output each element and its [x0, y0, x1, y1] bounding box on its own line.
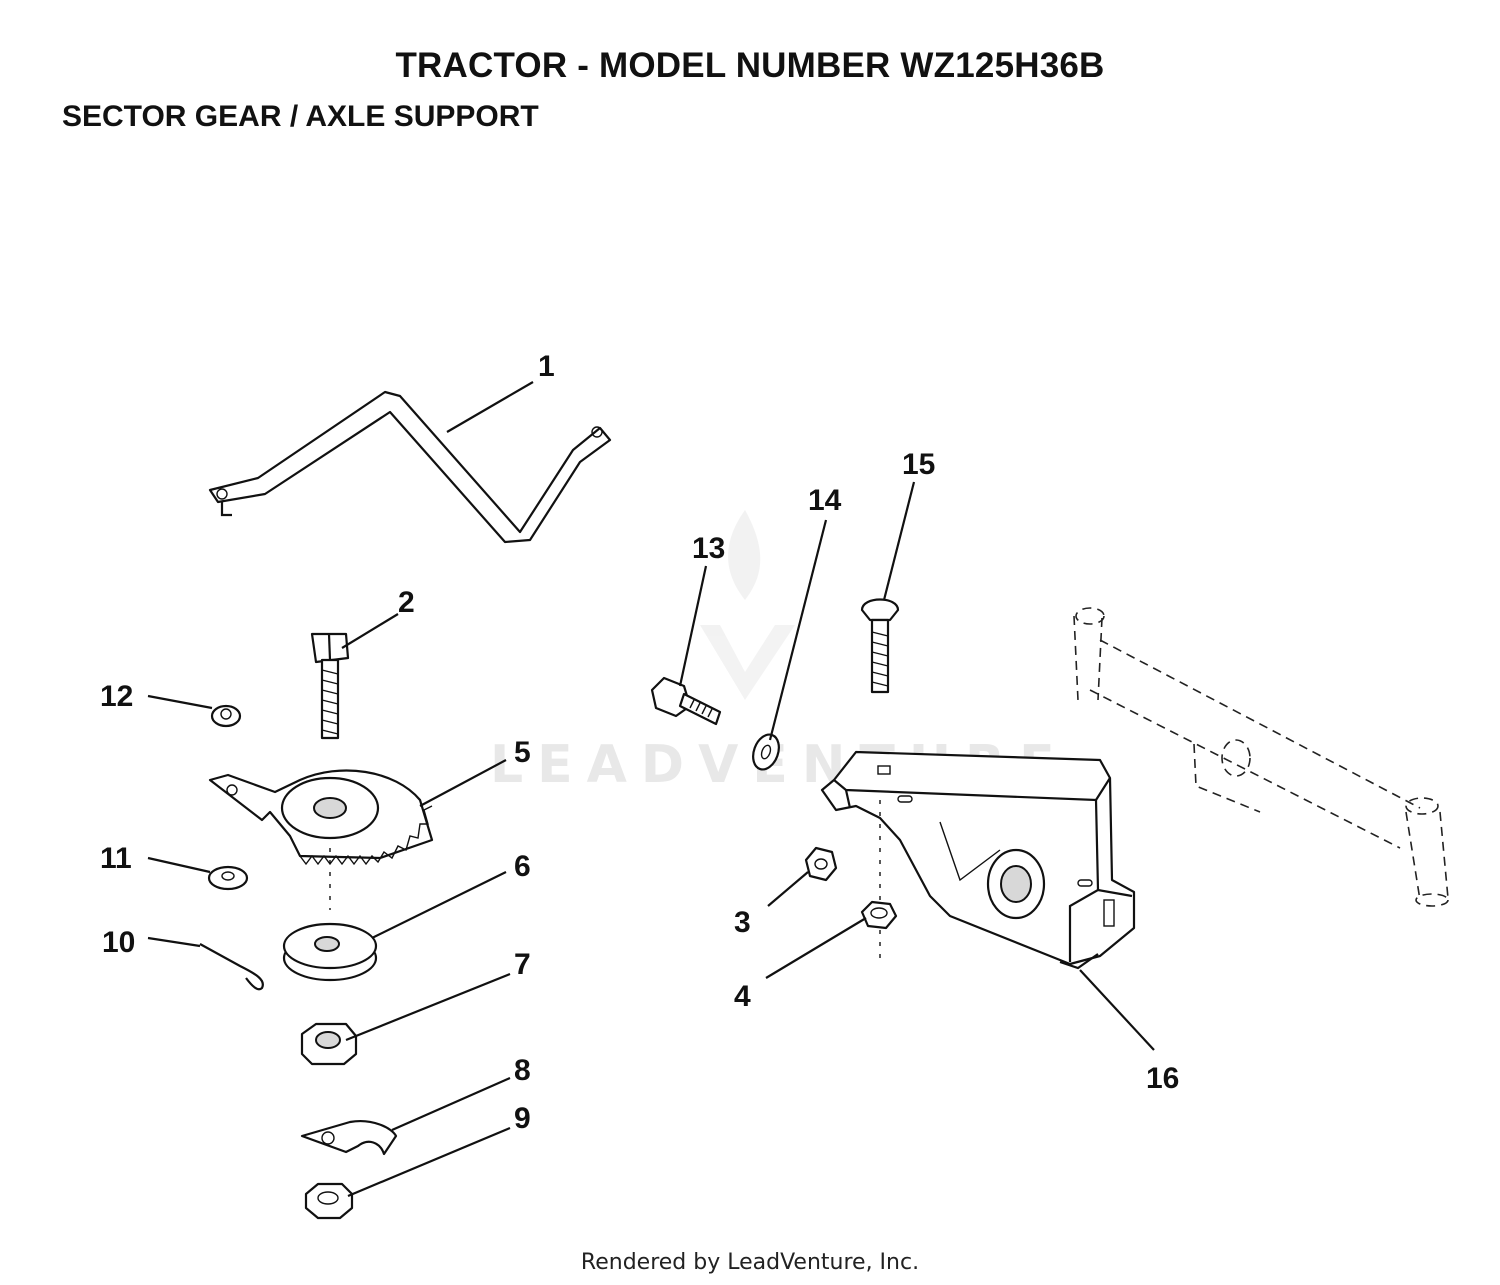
callout-numbers: 1 2 3 4 5 6 7 8 9 10 11 12 13 14 15 16 [100, 350, 1179, 1135]
callout-6: 6 [514, 850, 531, 883]
part-3-nut[interactable] [804, 846, 838, 882]
callout-5: 5 [514, 736, 531, 769]
part-16-axle-support[interactable] [820, 750, 1136, 970]
part-10-cotter-pin[interactable] [199, 943, 264, 991]
callout-1: 1 [538, 350, 555, 383]
callout-12: 12 [100, 680, 133, 713]
callout-2: 2 [398, 586, 415, 619]
callout-10: 10 [102, 926, 135, 959]
part-8-clip[interactable] [300, 1120, 398, 1156]
callout-15: 15 [902, 448, 935, 481]
part-1-drag-link[interactable] [208, 390, 612, 544]
part-2-hex-bolt[interactable] [310, 632, 350, 740]
part-14-lock-washer[interactable] [749, 731, 784, 773]
callout-9: 9 [514, 1102, 531, 1135]
page-title: TRACTOR - MODEL NUMBER WZ125H36B [395, 46, 1105, 85]
watermark-logo [700, 510, 795, 700]
part-5-sector-gear[interactable] [208, 769, 434, 866]
callout-3: 3 [734, 906, 751, 939]
callout-8: 8 [514, 1054, 531, 1087]
callout-13: 13 [692, 532, 725, 565]
callout-7: 7 [514, 948, 531, 981]
leader-lines [147, 381, 1155, 1198]
front-axle-reference-dashed [1073, 607, 1449, 907]
part-13-hex-bolt[interactable] [650, 676, 722, 726]
part-12-flange-nut[interactable] [210, 704, 242, 728]
part-15-carriage-bolt[interactable] [860, 598, 900, 694]
callout-11: 11 [100, 842, 132, 875]
part-7-hex-nut[interactable] [300, 1022, 358, 1066]
exploded-parts-diagram: 1 2 3 4 5 6 7 8 9 10 11 12 13 14 15 16 [100, 350, 1449, 1220]
part-9-hex-nut[interactable] [304, 1182, 354, 1220]
callout-14: 14 [808, 484, 842, 517]
part-4-nut[interactable] [860, 900, 898, 930]
part-6-spacer[interactable] [282, 922, 378, 982]
footer-credit: Rendered by LeadVenture, Inc. [580, 1250, 920, 1275]
alignment-lines [329, 800, 881, 960]
section-subtitle: SECTOR GEAR / AXLE SUPPORT [62, 100, 539, 133]
callout-4: 4 [734, 980, 751, 1013]
callout-16: 16 [1146, 1062, 1179, 1095]
part-11-flat-washer[interactable] [207, 865, 249, 891]
